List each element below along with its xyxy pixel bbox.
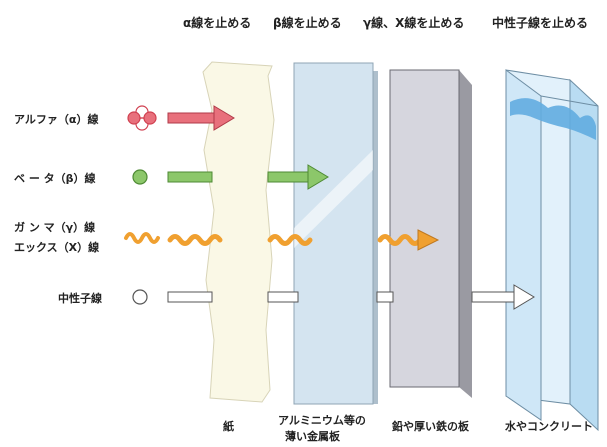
lead-plate (389, 69, 460, 388)
barrier-label-aluminum-2: 薄い金属板 (285, 430, 340, 443)
top-label-beta: β線を止める (273, 16, 342, 30)
ray-label-gamma: ガ ン マ（γ）線 (14, 221, 96, 234)
gamma-wave-icon (124, 232, 160, 244)
paper-sheet (202, 61, 275, 403)
barrier-label-lead: 鉛や厚い鉄の板 (392, 420, 469, 433)
aluminum-plate-edge (373, 71, 378, 404)
water-surface (510, 98, 596, 140)
ray-label-beta: ベ ー タ（β）線 (14, 172, 96, 185)
ray-label-xray: エックス（X）線 (14, 241, 100, 254)
beta-ray-arrow (167, 164, 329, 190)
water-block-edge (540, 95, 599, 107)
neutron-ray-arrow (167, 284, 535, 310)
beta-particle-icon (132, 169, 148, 185)
water-block-front (505, 69, 542, 421)
top-label-alpha: α線を止める (183, 16, 252, 30)
water-block-side (569, 78, 599, 432)
ray-label-neutron: 中性子線 (58, 292, 102, 305)
lead-plate-side (459, 70, 472, 398)
aluminum-plate-glare (294, 150, 373, 248)
alpha-ray-arrow (167, 105, 235, 131)
barrier-label-paper: 紙 (223, 420, 234, 433)
top-label-neutron: 中性子線を止める (492, 16, 589, 30)
barrier-label-aluminum-1: アルミニウム等の (278, 414, 366, 427)
neutron-particle-icon (132, 289, 148, 305)
ray-label-alpha: アルファ（α）線 (14, 113, 99, 126)
gamma-ray-arrow (167, 229, 440, 251)
barrier-label-water: 水やコンクリート (505, 420, 593, 433)
top-label-gamma: γ線、X線を止める (363, 16, 465, 30)
alpha-particle-icon (127, 105, 157, 131)
